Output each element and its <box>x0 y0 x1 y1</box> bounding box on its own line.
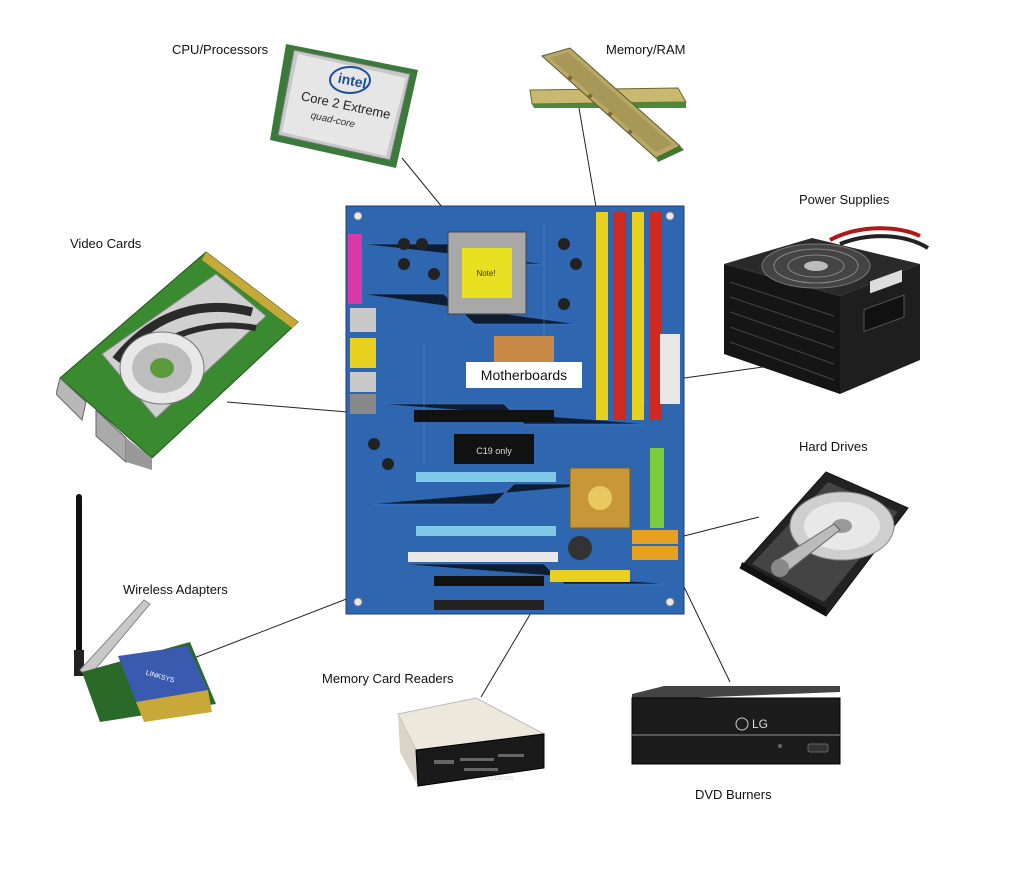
motherboard-image: Note! C19 only <box>344 204 686 616</box>
wireless-label: Wireless Adapters <box>123 582 228 597</box>
ram-image <box>528 46 692 166</box>
hdd-image <box>738 470 910 618</box>
wireless-connector <box>167 585 381 669</box>
video-label: Video Cards <box>70 236 142 251</box>
psu-connector <box>669 365 771 381</box>
ram-label: Memory/RAM <box>606 42 686 57</box>
card-reader-brand: LOGICOOL <box>488 776 514 782</box>
wireless-adapter-image: LINKSYS <box>70 490 220 722</box>
cpu-image: intel Core 2 Extreme quad-core <box>268 36 420 172</box>
cpu-brand: intel <box>337 70 368 92</box>
motherboard-label: Motherboards <box>466 362 582 388</box>
card-reader-image: LOGICOOL <box>394 696 546 788</box>
hdd-label: Hard Drives <box>799 439 868 454</box>
psu-label: Power Supplies <box>799 192 890 207</box>
dvd-burner-image: LG <box>630 684 842 766</box>
psu-image <box>720 222 934 398</box>
cpu-socket-sticker: Note! <box>476 269 495 278</box>
card-reader-label: Memory Card Readers <box>322 671 454 686</box>
dvd-label: DVD Burners <box>695 787 772 802</box>
dvd-brand: LG <box>752 717 768 731</box>
pcie-label: C19 only <box>476 446 512 456</box>
video-card-image <box>56 250 300 472</box>
cpu-label: CPU/Processors <box>172 42 269 57</box>
